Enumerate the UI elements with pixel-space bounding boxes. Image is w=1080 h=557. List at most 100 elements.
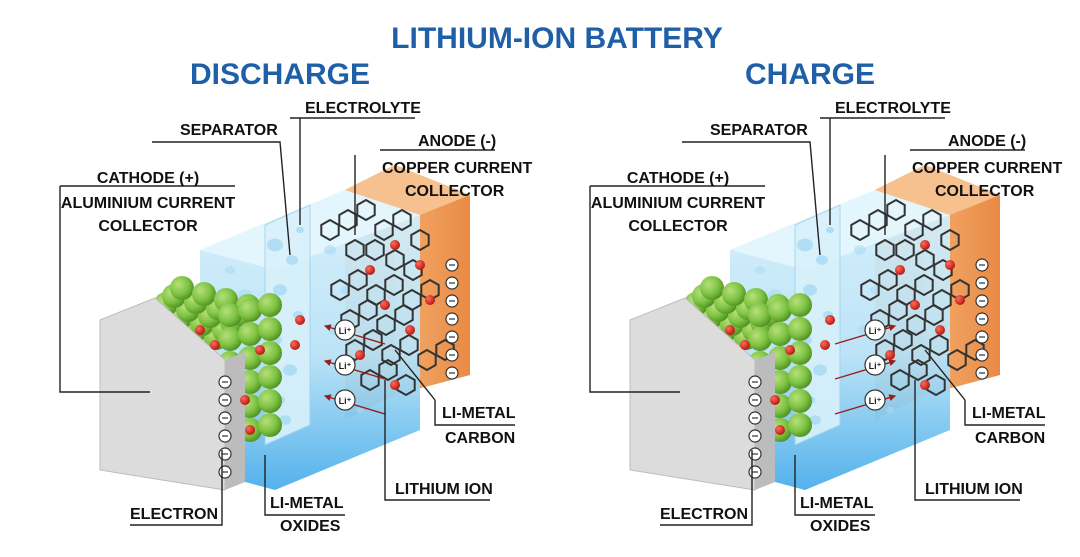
lithium-ion-dot xyxy=(895,265,905,275)
separator-pore xyxy=(803,284,817,296)
carbon-hexagon xyxy=(348,268,368,292)
copper-collector-label-2: COLLECTOR xyxy=(405,183,505,200)
separator-pore xyxy=(286,255,298,265)
cathode-label: CATHODE (+) xyxy=(627,170,729,187)
carbon-hexagon xyxy=(888,298,908,322)
separator-label: SEPARATOR xyxy=(180,122,278,139)
electrolyte-leader xyxy=(820,117,945,225)
li-metal-carbon-label-2: CARBON xyxy=(445,430,515,447)
lithium-ion-dot xyxy=(785,345,795,355)
lithium-ion-leader xyxy=(384,380,490,501)
cathode-sphere xyxy=(748,327,772,351)
lithium-ion-dot xyxy=(240,395,250,405)
li-metal-oxides-label-2: OXIDES xyxy=(280,518,341,535)
li-ion-symbol: Li⁺ xyxy=(339,396,352,406)
carbon-hexagon xyxy=(965,338,985,362)
carbon-hexagon xyxy=(358,298,378,322)
cathode-sphere xyxy=(700,276,724,300)
lithium-ion-dot xyxy=(740,340,750,350)
aluminium-collector-label-2: COLLECTOR xyxy=(628,218,728,235)
li-metal-carbon-label-1: LI-METAL xyxy=(972,405,1046,422)
electron-leader xyxy=(130,450,223,526)
anode-top xyxy=(345,165,470,215)
lithium-ion-dot xyxy=(425,295,435,305)
lithium-ion-dot xyxy=(775,425,785,435)
cathode-sphere xyxy=(748,303,772,327)
electrolyte-bubble xyxy=(755,266,765,274)
li-ion-badge xyxy=(334,354,356,376)
separator-pore xyxy=(273,284,287,296)
separator-leader xyxy=(152,141,291,256)
li-ion-symbol: Li⁺ xyxy=(869,361,882,371)
separator-pore xyxy=(816,255,828,265)
li-metal-carbon-label-2: CARBON xyxy=(975,430,1045,447)
li-ion-badge xyxy=(864,319,886,341)
separator-pore xyxy=(279,415,291,425)
cathode-sphere xyxy=(218,303,242,327)
carbon-hexagon xyxy=(886,198,906,222)
carbon-hexagon xyxy=(435,338,455,362)
copper-collector-label-2: COLLECTOR xyxy=(935,183,1035,200)
lithium-ion-leader xyxy=(914,380,1020,501)
carbon-hexagon xyxy=(929,333,949,357)
lithium-ion-dot xyxy=(295,315,305,325)
separator-pore xyxy=(797,238,813,252)
carbon-hexagon xyxy=(385,248,405,272)
aluminium-collector-label-1: ALUMINIUM CURRENT xyxy=(61,195,235,212)
carbon-hexagon xyxy=(392,208,412,232)
separator-pore xyxy=(267,238,283,252)
cathode-sphere xyxy=(788,365,812,389)
li-ion-symbol: Li⁺ xyxy=(869,326,882,336)
carbon-hexagon xyxy=(875,238,895,262)
carbon-hexagon xyxy=(363,328,383,352)
diagram-title: LITHIUM-ION BATTERY xyxy=(391,22,723,55)
limetal-oxides-leader xyxy=(794,455,875,516)
cathode-sphere xyxy=(218,327,242,351)
li-metal-oxides-label-1: LI-METAL xyxy=(270,495,344,512)
separator-leader xyxy=(682,141,821,256)
lithium-ion-dot xyxy=(390,380,400,390)
cathode-sphere xyxy=(258,317,282,341)
aluminium-collector-label-1: ALUMINIUM CURRENT xyxy=(591,195,765,212)
panel-heading: DISCHARGE xyxy=(190,58,370,91)
cathode-sphere xyxy=(238,298,262,322)
lithium-ion-dot xyxy=(210,340,220,350)
carbon-hexagon xyxy=(940,228,960,252)
anode-leader xyxy=(354,149,495,235)
electrolyte-leader xyxy=(290,117,415,225)
lithium-ion-dot xyxy=(405,325,415,335)
carbon-hexagon xyxy=(914,273,934,297)
lithium-ion-dot xyxy=(255,345,265,355)
carbon-hexagon xyxy=(345,238,365,262)
electron-label: ELECTRON xyxy=(130,506,218,523)
electrolyte-bubble xyxy=(320,376,330,384)
li-ion-badge xyxy=(334,389,356,411)
carbon-hexagon xyxy=(878,268,898,292)
electrolyte-bubble xyxy=(225,266,235,274)
electrolyte-bubble xyxy=(886,406,894,414)
carbon-hexagon xyxy=(356,198,376,222)
carbon-hexagon xyxy=(365,238,385,262)
aluminium-collector-label-2: COLLECTOR xyxy=(98,218,198,235)
lithium-ion-dot xyxy=(945,260,955,270)
limetal-carbon-leader xyxy=(924,349,1045,426)
carbon-hexagon xyxy=(394,303,414,327)
carbon-hexagon xyxy=(396,373,416,397)
cathode-sphere xyxy=(238,322,262,346)
electron-label: ELECTRON xyxy=(660,506,748,523)
li-metal-oxides-label-1: LI-METAL xyxy=(800,495,874,512)
cathode-sphere xyxy=(258,293,282,317)
cathode-sphere xyxy=(788,293,812,317)
cathode-sphere xyxy=(258,365,282,389)
lithium-ion-dot xyxy=(955,295,965,305)
lithium-ion-dot xyxy=(290,340,300,350)
lithium-ion-dot xyxy=(365,265,375,275)
cathode-sphere xyxy=(258,413,282,437)
carbon-hexagon xyxy=(915,248,935,272)
lithium-ion-dot xyxy=(920,240,930,250)
separator-label: SEPARATOR xyxy=(710,122,808,139)
anode-label: ANODE (-) xyxy=(418,133,496,150)
lithium-ion-dot xyxy=(245,425,255,435)
lithium-ion-dot xyxy=(920,380,930,390)
